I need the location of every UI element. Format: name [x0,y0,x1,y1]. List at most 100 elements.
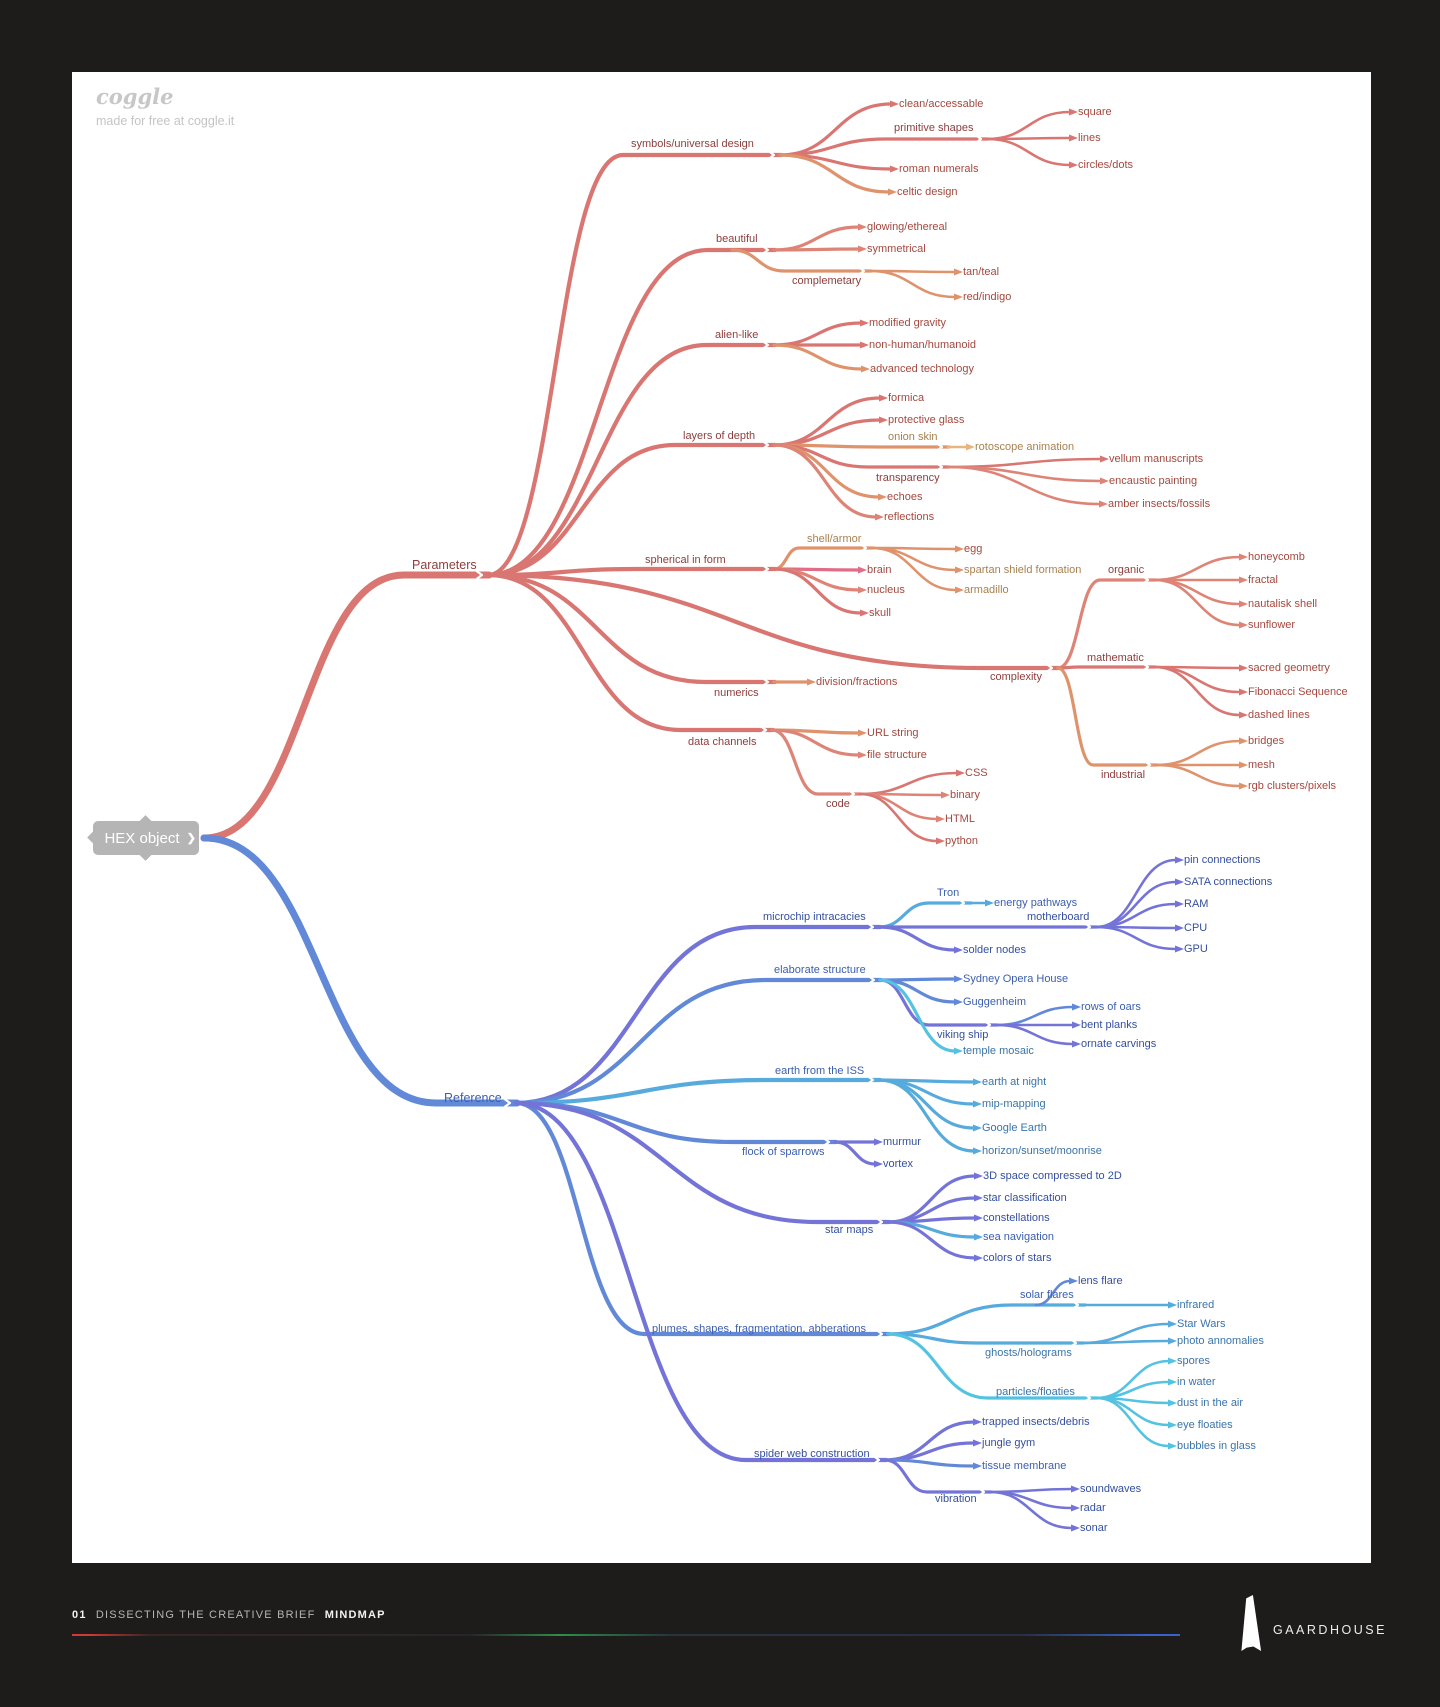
node-dashed-lines[interactable]: dashed lines [1248,709,1310,721]
root-node[interactable]: HEX object ❯ [87,815,199,861]
node-photo-annomalies[interactable]: photo annomalies [1177,1335,1264,1347]
node-reference[interactable]: Reference [444,1091,502,1105]
node-viking-ship[interactable]: viking ship [937,1029,989,1041]
node-brain[interactable]: brain [867,564,892,576]
node-data-channels[interactable]: data channels [688,736,757,748]
node-jungle-gym[interactable]: jungle gym [982,1437,1036,1449]
node-nautalisk-shell[interactable]: nautalisk shell [1248,598,1318,610]
node-tissue-membrane[interactable]: tissue membrane [982,1460,1067,1472]
node-elaborate-structure[interactable]: elaborate structure [774,964,866,976]
node-organic[interactable]: organic [1108,564,1145,576]
node-beautiful[interactable]: beautiful [716,233,758,245]
node-colors-of-stars[interactable]: colors of stars [983,1252,1052,1264]
node-echoes[interactable]: echoes [887,491,923,503]
node-industrial[interactable]: industrial [1101,769,1146,781]
node-glowing-ethereal[interactable]: glowing/ethereal [867,221,948,233]
node-armadillo[interactable]: armadillo [964,584,1009,596]
node-gpu[interactable]: GPU [1184,943,1208,955]
node-tan-teal[interactable]: tan/teal [963,266,1000,278]
node-lines[interactable]: lines [1078,132,1101,144]
node-layers-of-depth[interactable]: layers of depth [683,430,756,442]
node-solder-nodes[interactable]: solder nodes [963,944,1026,956]
node-vellum-manuscripts[interactable]: vellum manuscripts [1109,453,1204,465]
node-sunflower[interactable]: sunflower [1248,619,1296,631]
node-sea-navigation[interactable]: sea navigation [983,1231,1054,1243]
node-infrared[interactable]: infrared [1177,1299,1215,1311]
node-soundwaves[interactable]: soundwaves [1080,1483,1142,1495]
node-bridges[interactable]: bridges [1248,735,1285,747]
node-honeycomb[interactable]: honeycomb [1248,551,1305,563]
node-encaustic-painting[interactable]: encaustic painting [1109,475,1198,487]
node-vortex[interactable]: vortex [883,1158,913,1170]
node-microchip-intracacies[interactable]: microchip intracacies [763,911,866,923]
node-mip-mapping[interactable]: mip-mapping [982,1098,1046,1110]
node-star-maps[interactable]: star maps [825,1224,874,1236]
node-egg[interactable]: egg [964,543,983,555]
node-modified-gravity[interactable]: modified gravity [869,317,947,329]
node-star-wars[interactable]: Star Wars [1177,1318,1226,1330]
node-square[interactable]: square [1078,106,1112,118]
node-url-string[interactable]: URL string [867,727,919,739]
node-eye-floaties[interactable]: eye floaties [1177,1419,1233,1431]
node-protective-glass[interactable]: protective glass [888,414,965,426]
node-bent-planks[interactable]: bent planks [1081,1019,1138,1031]
node-complemetary[interactable]: complemetary [792,275,862,287]
node-bubbles-in-glass[interactable]: bubbles in glass [1177,1440,1256,1452]
node-css[interactable]: CSS [965,767,988,779]
node-murmur[interactable]: murmur [883,1136,921,1148]
node-amber-insects-fossils[interactable]: amber insects/fossils [1108,498,1211,510]
node-symbols-universal-design[interactable]: symbols/universal design [631,138,754,150]
node-transparency[interactable]: transparency [876,472,940,484]
node-particles-floaties[interactable]: particles/floaties [996,1386,1075,1398]
node-tron[interactable]: Tron [937,887,960,899]
node-circles-dots[interactable]: circles/dots [1078,159,1134,171]
node-spores[interactable]: spores [1177,1355,1211,1367]
node-rgb-clusters-pixels[interactable]: rgb clusters/pixels [1248,780,1337,792]
node-plumes-shapes[interactable]: plumes, shapes, fragmentation, abberatio… [652,1323,867,1335]
node-fractal[interactable]: fractal [1248,574,1278,586]
node-html[interactable]: HTML [945,813,975,825]
node-non-human-humanoid[interactable]: non-human/humanoid [869,339,977,351]
node-red-indigo[interactable]: red/indigo [963,291,1012,303]
node-constellations[interactable]: constellations [983,1212,1050,1224]
node-horizon-sunset-moonrise[interactable]: horizon/sunset/moonrise [982,1145,1102,1157]
node-primitive-shapes[interactable]: primitive shapes [894,122,974,134]
node-skull[interactable]: skull [869,607,892,619]
node-lens-flare[interactable]: lens flare [1078,1275,1123,1287]
node-in-water[interactable]: in water [1177,1376,1216,1388]
node-fibonacci-sequence[interactable]: Fibonacci Sequence [1248,686,1348,698]
node-celtic-design[interactable]: celtic design [897,186,958,198]
node-earth-at-night[interactable]: earth at night [982,1076,1047,1088]
node-spherical-in-form[interactable]: spherical in form [645,554,726,566]
node-flock-of-sparrows[interactable]: flock of sparrows [742,1146,825,1158]
node-division-fractions[interactable]: division/fractions [816,676,898,688]
node-code[interactable]: code [826,798,850,810]
node-binary[interactable]: binary [950,789,980,801]
node-nucleus[interactable]: nucleus [867,584,905,596]
node-shell-armor[interactable]: shell/armor [807,533,862,545]
node-formica[interactable]: formica [888,392,925,404]
node-cpu[interactable]: CPU [1184,922,1208,934]
node-pin-connections[interactable]: pin connections [1184,854,1261,866]
node-mathematic[interactable]: mathematic [1087,652,1144,664]
node-3d-space-compressed[interactable]: 3D space compressed to 2D [983,1170,1122,1182]
node-dust-in-the-air[interactable]: dust in the air [1177,1397,1244,1409]
node-ornate-carvings[interactable]: ornate carvings [1081,1038,1157,1050]
node-motherboard[interactable]: motherboard [1027,911,1090,923]
node-roman-numerals[interactable]: roman numerals [899,163,979,175]
node-trapped-insects-debris[interactable]: trapped insects/debris [982,1416,1090,1428]
node-rows-of-oars[interactable]: rows of oars [1081,1001,1141,1013]
node-earth-from-the-iss[interactable]: earth from the ISS [775,1065,865,1077]
node-complexity[interactable]: complexity [990,671,1042,683]
node-radar[interactable]: radar [1080,1502,1106,1514]
node-python[interactable]: python [945,835,979,847]
node-symmetrical[interactable]: symmetrical [867,243,926,255]
node-sata-connections[interactable]: SATA connections [1184,876,1273,888]
node-energy-pathways[interactable]: energy pathways [994,897,1078,909]
node-spider-web-construction[interactable]: spider web construction [754,1448,870,1460]
node-rotoscope-animation[interactable]: rotoscope animation [975,441,1075,453]
node-alien-like[interactable]: alien-like [715,329,759,341]
node-solar-flares[interactable]: solar flares [1020,1289,1074,1301]
node-vibration[interactable]: vibration [935,1493,977,1505]
node-clean-accessable[interactable]: clean/accessable [899,98,984,110]
